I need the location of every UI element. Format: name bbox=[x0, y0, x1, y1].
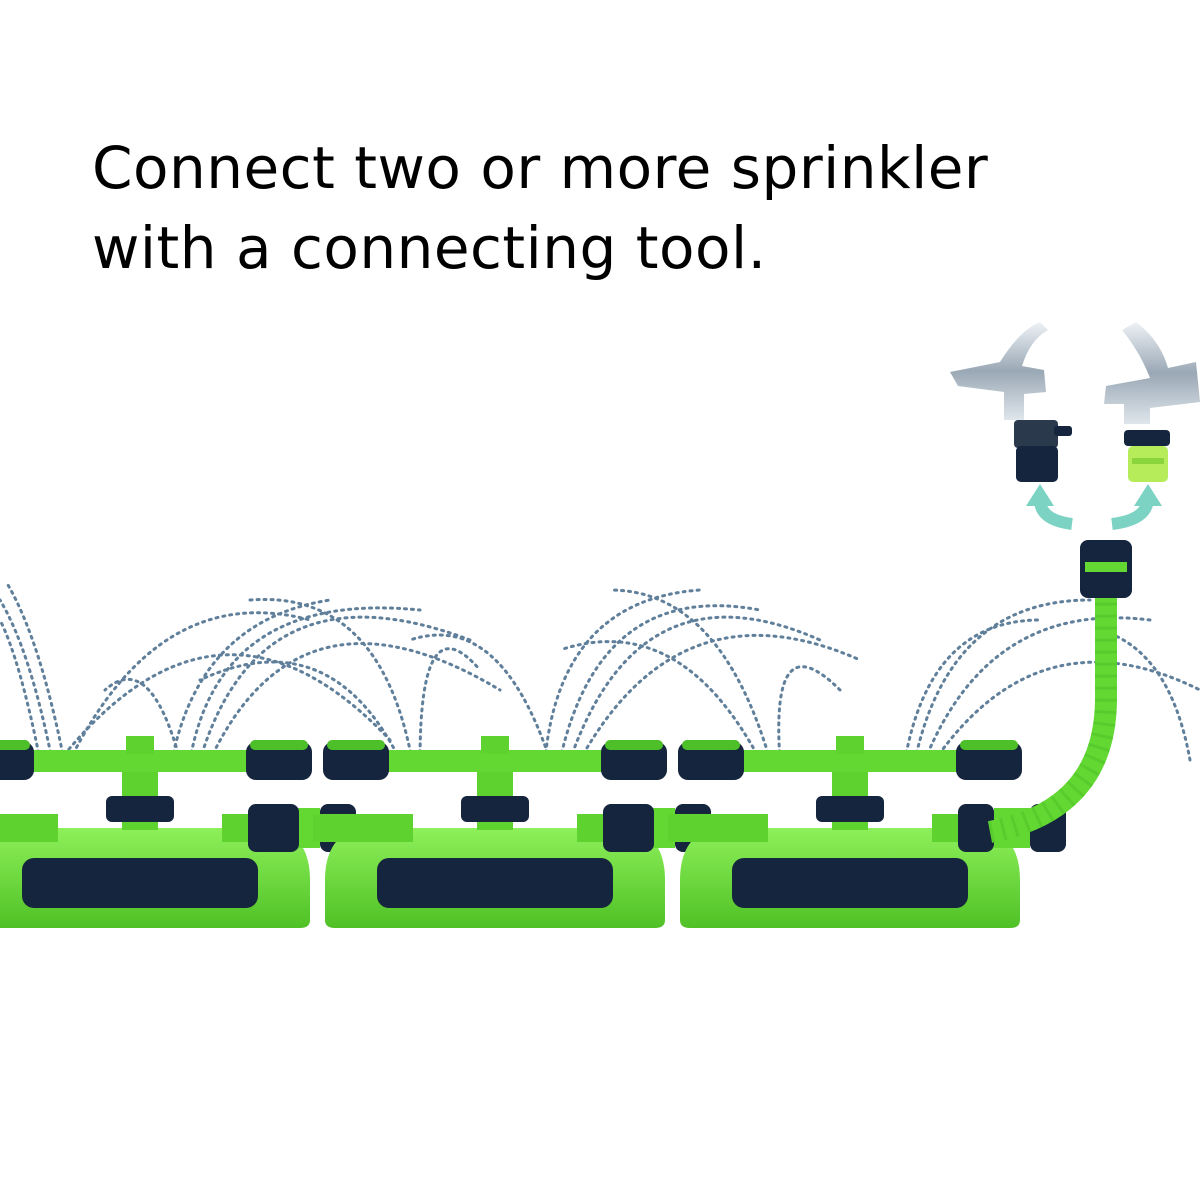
up-arrow-icon bbox=[1111, 484, 1162, 530]
faucet-icon bbox=[950, 322, 1072, 482]
caption-line-2: with a connecting tool. bbox=[92, 214, 767, 282]
faucet-icon bbox=[1104, 322, 1200, 482]
garden-hose bbox=[987, 540, 1132, 843]
caption-line-1: Connect two or more sprinkler bbox=[92, 134, 989, 202]
water-spray bbox=[0, 583, 1200, 762]
up-arrow-icon bbox=[1026, 484, 1073, 530]
caption: Connect two or more sprinkler with a con… bbox=[92, 128, 1092, 288]
